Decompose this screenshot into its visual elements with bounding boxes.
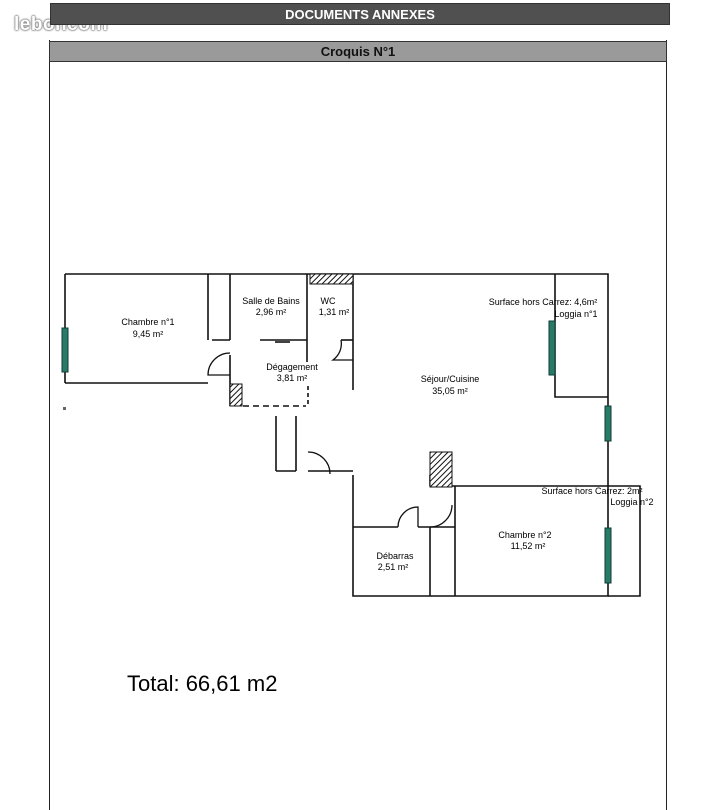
documents-annexes-banner: DOCUMENTS ANNEXES bbox=[50, 3, 670, 25]
debarras-area: 2,51 m² bbox=[378, 562, 409, 572]
wc-name: WC bbox=[321, 296, 336, 306]
loggia2-note: Surface hors Carrez: 2m² bbox=[541, 486, 642, 496]
debarras-name: Débarras bbox=[376, 551, 414, 561]
doors bbox=[207, 339, 453, 528]
sejour-area: 35,05 m² bbox=[432, 386, 468, 396]
loggia1-outline bbox=[554, 274, 608, 398]
window-loggia1 bbox=[548, 320, 556, 376]
sdb-name: Salle de Bains bbox=[242, 296, 300, 306]
duct-degagement bbox=[229, 383, 243, 407]
chambre1-area: 9,45 m² bbox=[133, 329, 164, 339]
door-debarras bbox=[397, 506, 419, 528]
loggia2-name: Loggia n°2 bbox=[610, 497, 653, 507]
chambre2-area: 11,52 m² bbox=[511, 541, 546, 551]
duct-wc bbox=[309, 273, 354, 285]
door-wc bbox=[330, 339, 353, 361]
chambre1-name: Chambre n°1 bbox=[121, 317, 174, 327]
sejour-name: Séjour/Cuisine bbox=[421, 374, 480, 384]
duct-sejour bbox=[429, 451, 453, 488]
window-chambre2 bbox=[604, 527, 612, 584]
wall-marker bbox=[63, 407, 66, 410]
loggia1-name: Loggia n°1 bbox=[554, 309, 597, 319]
window-chambre1 bbox=[61, 327, 69, 373]
wc-area: 1,31 m² bbox=[319, 307, 350, 317]
door-chambre2 bbox=[429, 504, 453, 528]
loggia1-note: Surface hors Carrez: 4,6m² bbox=[489, 297, 598, 307]
window-sejour bbox=[604, 405, 612, 442]
door-chambre1 bbox=[207, 352, 231, 376]
degagement-name: Dégagement bbox=[266, 362, 318, 372]
sketch-sheet bbox=[49, 40, 667, 810]
degagement-area: 3,81 m² bbox=[277, 373, 308, 383]
loggia2-outline bbox=[455, 485, 641, 597]
windows bbox=[61, 320, 612, 584]
total-area: Total: 66,61 m2 bbox=[127, 671, 278, 696]
door-entrance bbox=[307, 451, 331, 475]
sketch-title: Croquis N°1 bbox=[49, 41, 667, 62]
sdb-area: 2,96 m² bbox=[256, 307, 287, 317]
chambre2-name: Chambre n°2 bbox=[498, 530, 551, 540]
